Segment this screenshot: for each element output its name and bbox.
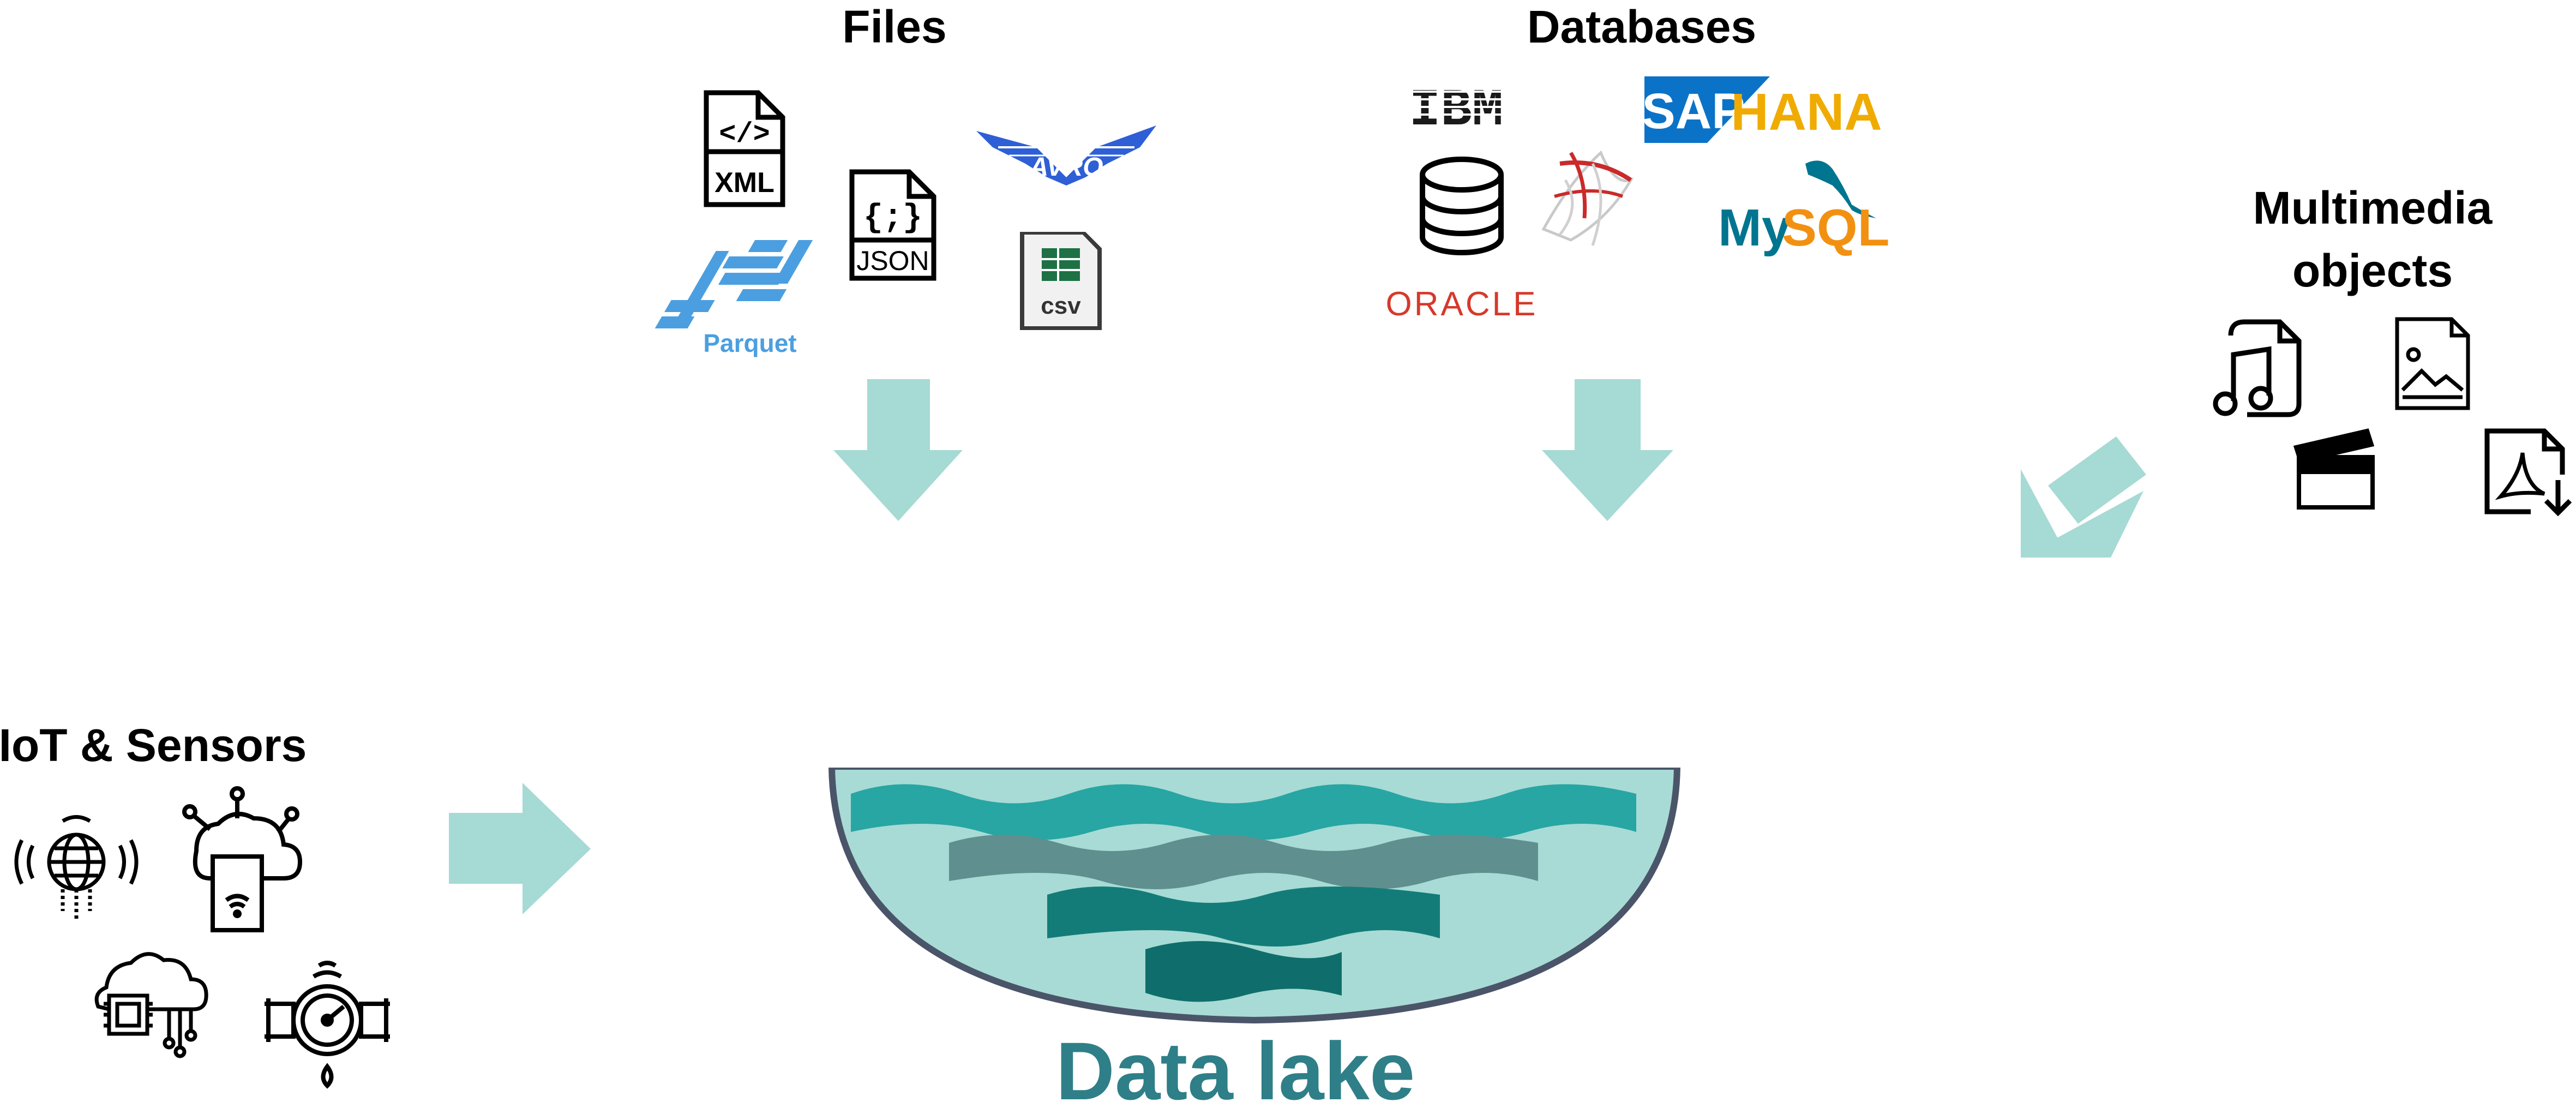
avro-label: AVRO — [1029, 153, 1103, 182]
oracle-logo-icon: ORACLE — [1386, 285, 1538, 323]
data-lake-title: Data lake — [1056, 1025, 1415, 1108]
csv-file-icon: csv — [1020, 232, 1102, 330]
data-lake-basin — [824, 761, 1685, 1024]
wireless-globe-icon — [14, 815, 139, 922]
parquet-logo-icon: Parquet — [654, 240, 813, 357]
sap-label: SAP — [1642, 83, 1745, 139]
iot-heading: IoT & Sensors — [0, 720, 307, 771]
multimedia-heading-line2: objects — [2292, 245, 2453, 296]
files-heading: Files — [842, 1, 946, 52]
audio-file-icon — [2213, 319, 2302, 417]
parquet-label: Parquet — [703, 329, 796, 357]
sql-server-logo-icon — [1541, 150, 1634, 246]
databases-heading: Databases — [1527, 1, 1756, 52]
lake-wave-4 — [1145, 941, 1342, 1002]
clapperboard-icon — [2293, 428, 2375, 510]
database-cylinder-icon — [1420, 157, 1504, 255]
multimedia-to-lake-arrow — [2021, 436, 2146, 558]
ibm-label: IBM — [1409, 81, 1504, 140]
hana-label: HANA — [1731, 83, 1882, 141]
databases-to-lake-arrow — [1542, 379, 1673, 521]
xml-tag-glyph: </> — [719, 118, 770, 151]
lake-wave-2 — [949, 835, 1538, 889]
xml-file-icon: </> XML — [704, 90, 785, 207]
json-label: JSON — [856, 245, 929, 276]
multimedia-heading-line1: Multimedia — [2253, 182, 2493, 233]
water-meter-icon — [265, 961, 390, 1089]
json-file-icon: {;} JSON — [849, 169, 936, 281]
ibm-logo-icon: IBM — [1396, 81, 1516, 140]
lake-wave-3 — [1047, 887, 1440, 947]
sap-hana-logo-icon: SAP HANA — [1642, 76, 1882, 143]
xml-label: XML — [714, 167, 774, 199]
pdf-download-icon — [2484, 428, 2572, 517]
cloud-device-icon — [182, 786, 303, 932]
lake-wave-1 — [851, 784, 1636, 840]
mysql-logo-icon: My SQL — [1718, 160, 1889, 257]
mysql-my-label: My — [1718, 199, 1791, 257]
json-braces-glyph: {;} — [863, 200, 922, 237]
avro-logo-icon: AVRO — [976, 125, 1156, 185]
iot-to-lake-arrow — [449, 783, 591, 914]
files-to-lake-arrow — [833, 379, 963, 521]
cloud-chip-icon — [94, 952, 208, 1058]
image-file-icon — [2395, 317, 2470, 410]
mysql-sql-label: SQL — [1782, 199, 1889, 257]
csv-label: csv — [1041, 292, 1081, 319]
